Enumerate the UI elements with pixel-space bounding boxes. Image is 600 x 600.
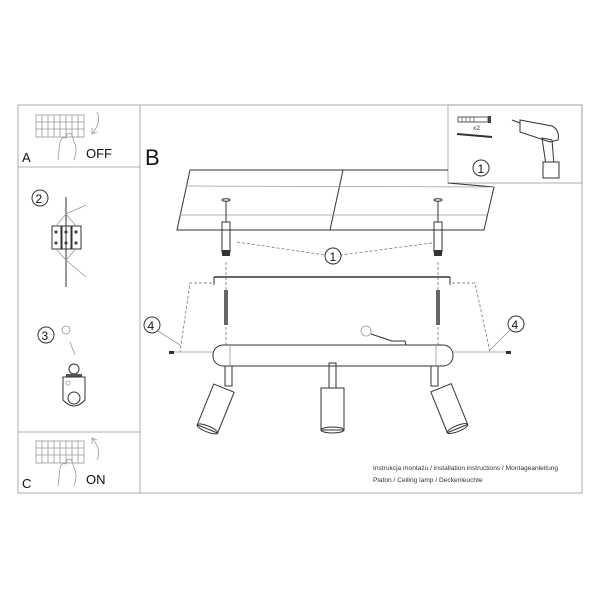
step-1-callout — [324, 247, 342, 265]
earth-icon — [360, 325, 372, 337]
tools: x2 1 — [456, 116, 560, 179]
arrow-down-icon — [91, 111, 100, 135]
hand-icon — [57, 458, 77, 487]
screw-icon — [456, 133, 493, 138]
panel-c-letter: C — [22, 476, 31, 491]
arrow-up-icon — [91, 437, 100, 461]
step-3: 3 — [37, 325, 86, 407]
panel-a: A OFF — [22, 111, 112, 165]
earth-icon — [61, 325, 71, 335]
step-4-callout-left — [143, 316, 161, 334]
switchboard-icon — [35, 114, 85, 138]
ceiling-plate — [176, 169, 495, 231]
spotlight-left — [196, 365, 235, 435]
panel-a-letter: A — [22, 150, 31, 165]
off-label: OFF — [86, 146, 112, 161]
terminal-block-icon — [51, 197, 87, 287]
tools-box — [447, 104, 583, 184]
step-4-callout-right — [507, 315, 525, 333]
caption-line-2: Plafon / Ceiling lamp / Deckenleuchte — [373, 477, 483, 484]
bracket-icon — [62, 363, 86, 407]
tools-step-number: 1 — [478, 162, 485, 176]
step-4-number-left: 4 — [148, 319, 155, 333]
side-screw-left — [169, 351, 174, 354]
step-2: 2 — [31, 189, 87, 287]
hand-icon — [57, 132, 77, 161]
ceiling-screws — [221, 198, 443, 256]
spotlight-middle — [320, 362, 345, 434]
step-3-number: 3 — [42, 329, 49, 343]
switchboard-icon — [35, 440, 85, 464]
caption-line-1: Instrukcja montażu / installation instru… — [373, 465, 558, 472]
step-4-number-right: 4 — [512, 318, 519, 332]
panel-c: C ON — [22, 437, 106, 491]
panel-b-letter: B — [145, 145, 160, 170]
wall-plug-icon — [457, 116, 491, 123]
step-2-number: 2 — [36, 192, 43, 206]
quantity-mark: x2 — [473, 125, 480, 132]
lamp-bar — [212, 344, 454, 367]
on-label: ON — [86, 472, 106, 487]
outer-frame — [17, 104, 583, 494]
spotlight-right — [430, 365, 469, 435]
side-screw-right — [506, 351, 511, 354]
mounting-bracket — [213, 262, 451, 345]
step-1-number: 1 — [330, 250, 337, 264]
drill-icon — [511, 119, 560, 179]
